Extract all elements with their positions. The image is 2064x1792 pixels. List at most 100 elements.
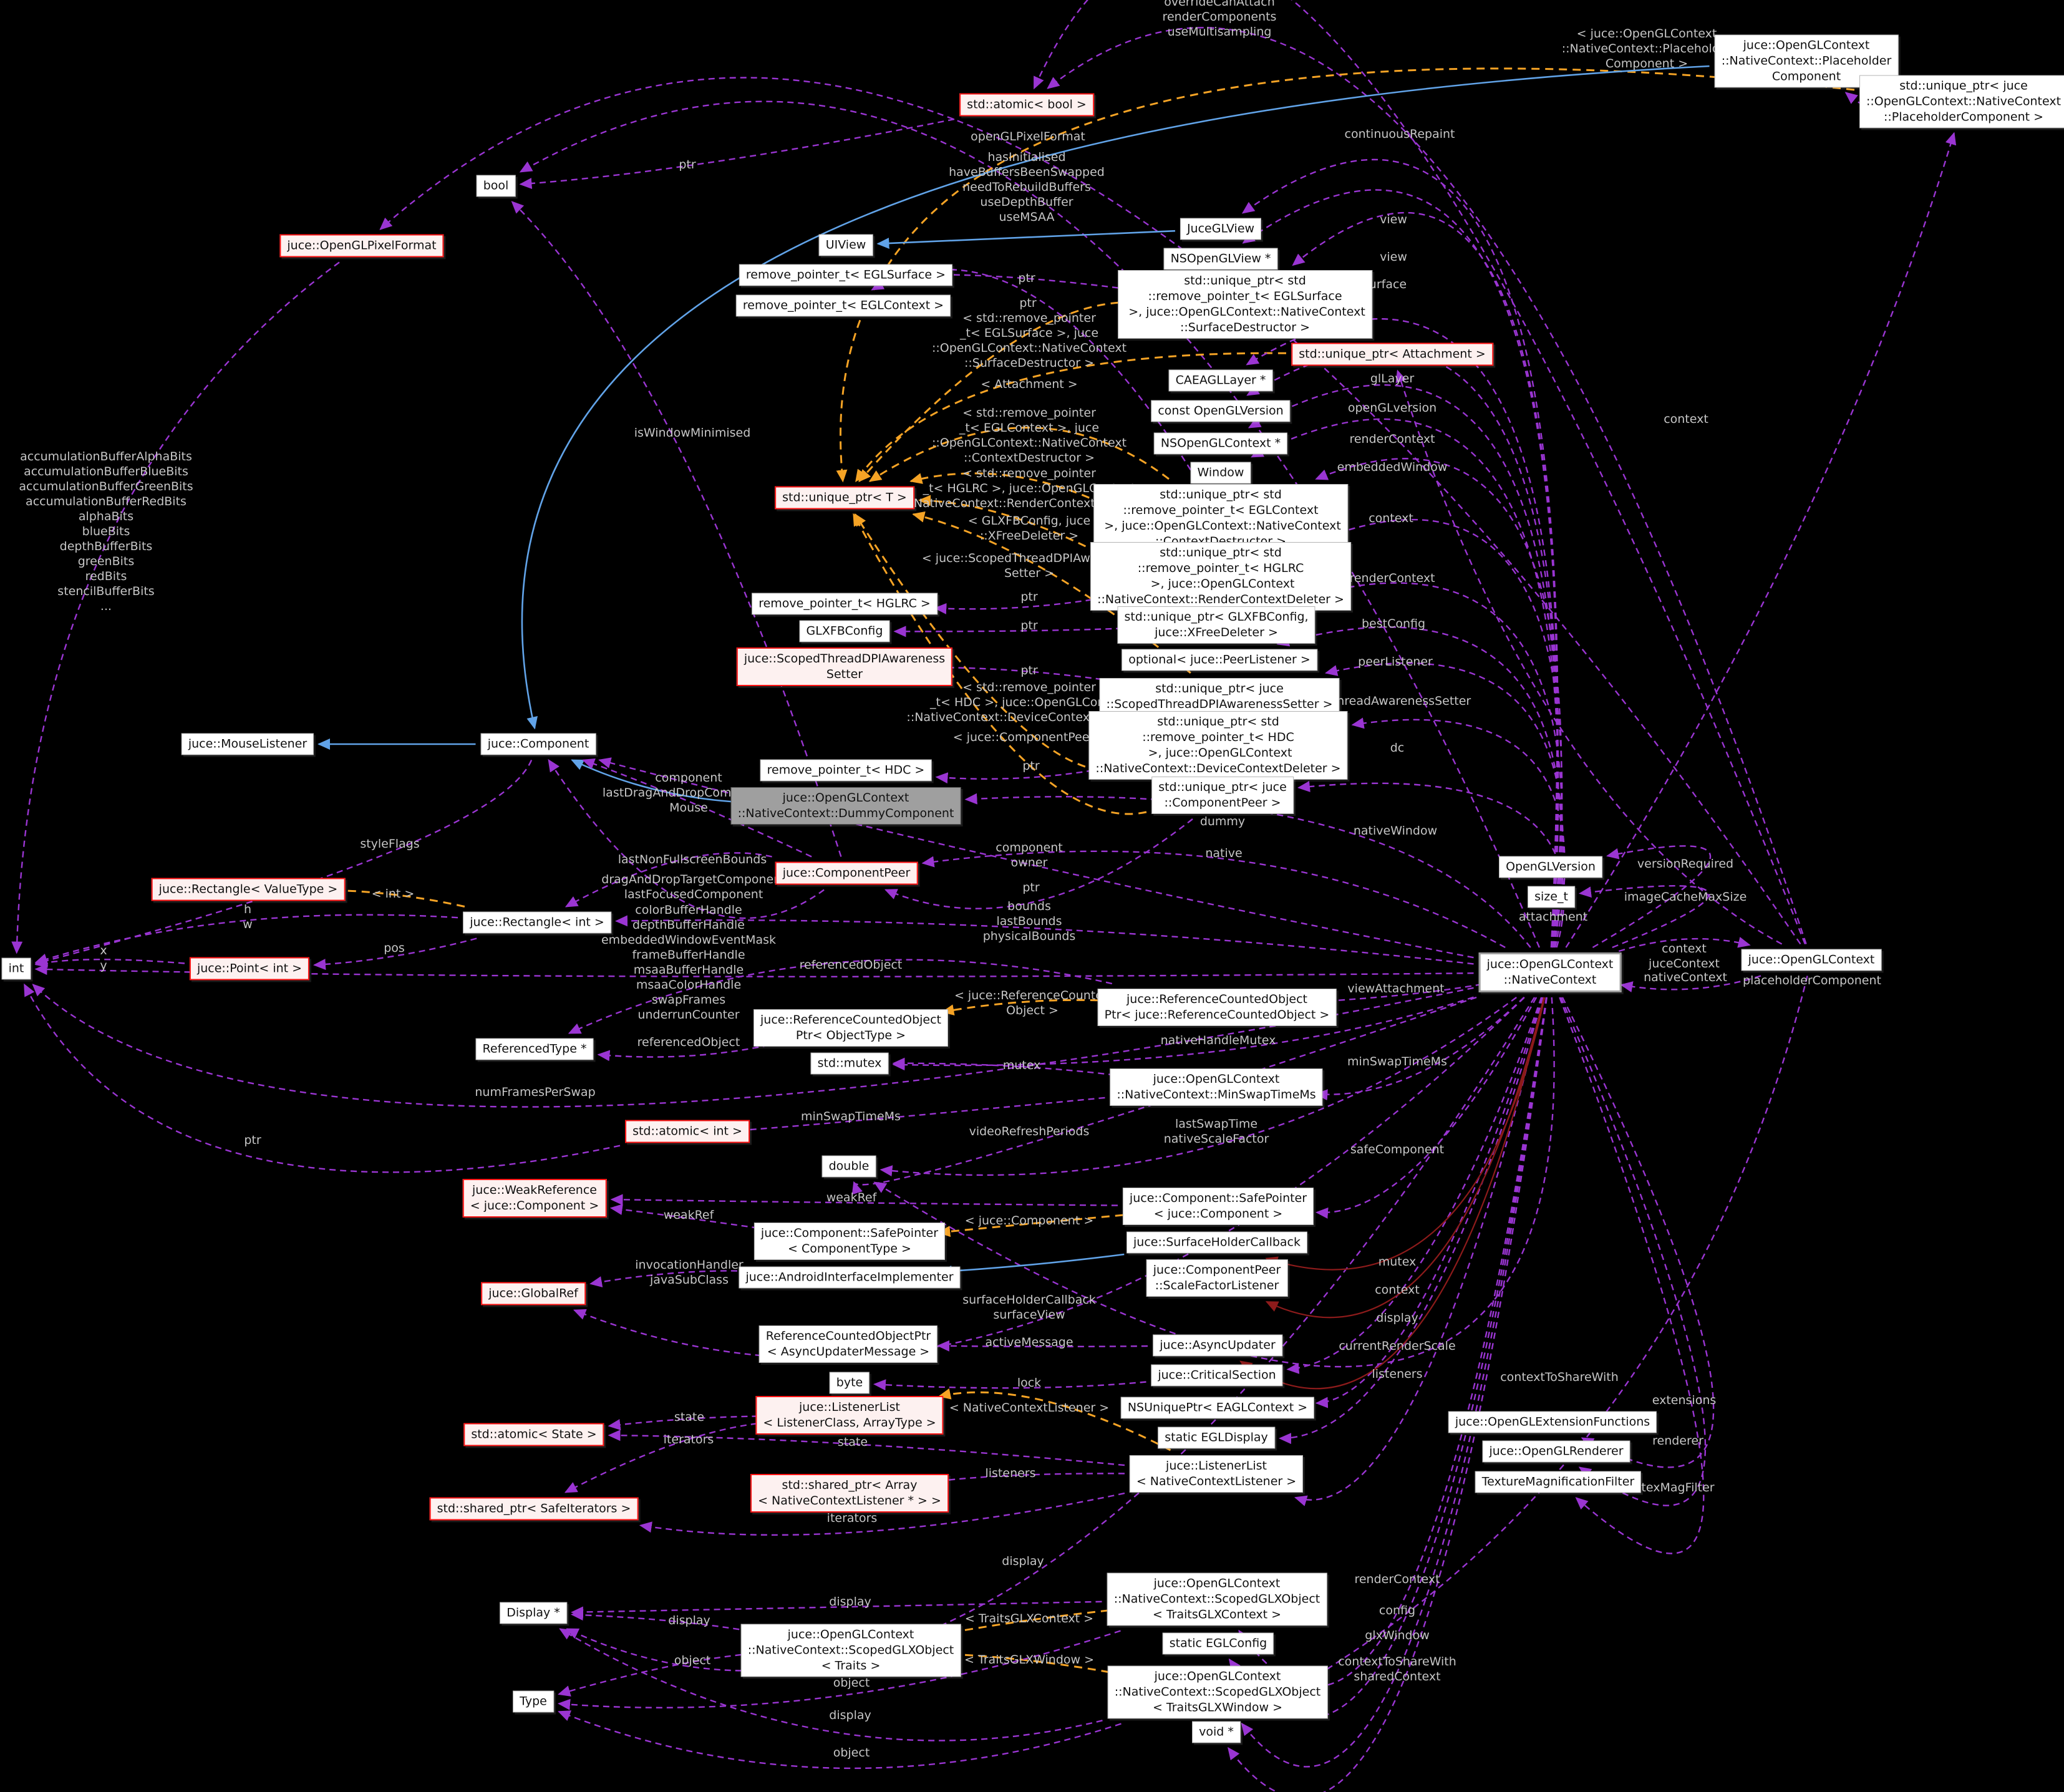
edge-n32-n04 <box>511 201 842 857</box>
class-node-n09[interactable]: JuceGLView <box>1180 218 1262 240</box>
class-node-n11[interactable]: std::unique_ptr< std ::remove_pointer_t<… <box>1118 270 1372 339</box>
class-node-n62[interactable]: static EGLDisplay <box>1158 1426 1275 1449</box>
class-node-n61[interactable]: juce::ListenerList < ListenerClass, Arra… <box>755 1396 944 1435</box>
class-node-n02[interactable]: std::unique_ptr< juce ::OpenGLContext::N… <box>1859 75 2064 128</box>
edge-n39-n68 <box>1559 997 1705 1554</box>
edge-n53-n54 <box>589 1270 769 1287</box>
class-node-n08[interactable]: remove_pointer_t< EGLContext > <box>735 294 951 317</box>
class-node-n65[interactable]: std::shared_ptr< SafeIterators > <box>429 1497 639 1521</box>
class-node-n54[interactable]: juce::GlobalRef <box>481 1282 586 1305</box>
class-node-n64[interactable]: juce::ListenerList < NativeContextListen… <box>1129 1455 1304 1493</box>
class-node-n30[interactable]: juce::MouseListener <box>181 733 314 755</box>
class-node-n44[interactable]: std::mutex <box>810 1052 889 1075</box>
class-node-n19[interactable]: std::unique_ptr< std ::remove_pointer_t<… <box>1090 542 1351 611</box>
class-node-n32[interactable]: juce::ComponentPeer <box>775 861 918 885</box>
class-node-n67[interactable]: juce::OpenGLRenderer <box>1482 1440 1630 1463</box>
class-node-n48[interactable]: juce::WeakReference < juce::Component > <box>462 1179 607 1218</box>
edge-n39-n55 <box>1239 997 1545 1390</box>
class-node-n22[interactable]: GLXFBConfig <box>799 620 890 642</box>
class-node-n17[interactable]: std::unique_ptr< T > <box>775 486 914 510</box>
class-node-n63[interactable]: std::shared_ptr< Array < NativeContextLi… <box>750 1474 949 1513</box>
class-node-n05[interactable]: juce::OpenGLPixelFormat <box>279 234 444 258</box>
class-node-n43[interactable]: juce::ReferenceCountedObject Ptr< juce::… <box>1097 989 1337 1026</box>
edge-n26-n17 <box>854 513 1126 772</box>
class-node-n66[interactable]: juce::OpenGLExtensionFunctions <box>1448 1411 1657 1433</box>
class-node-n34[interactable]: juce::Rectangle< int > <box>463 911 611 934</box>
class-node-n10[interactable]: NSOpenGLView * <box>1163 248 1278 270</box>
class-node-n36[interactable]: int <box>1 957 31 980</box>
class-node-n23[interactable]: optional< juce::PeerListener > <box>1122 649 1317 671</box>
class-node-n07[interactable]: remove_pointer_t< EGLSurface > <box>739 264 953 286</box>
class-node-n52[interactable]: juce::ComponentPeer ::ScaleFactorListene… <box>1146 1259 1288 1297</box>
edge-n70-n73 <box>558 1630 1121 1710</box>
edge-n39-n36 <box>34 964 1474 977</box>
edge-n70-n69 <box>571 1601 1102 1618</box>
class-node-n38[interactable]: size_t <box>1528 886 1575 908</box>
class-node-n50[interactable]: juce::Component::SafePointer < juce::Com… <box>1122 1188 1314 1225</box>
class-node-n71[interactable]: static EGLConfig <box>1162 1632 1274 1655</box>
class-node-n12[interactable]: std::unique_ptr< Attachment > <box>1291 342 1493 366</box>
class-node-n51[interactable]: juce::SurfaceHolderCallback <box>1126 1231 1308 1254</box>
class-node-n16[interactable]: Window <box>1190 462 1251 484</box>
class-node-n41[interactable]: juce::ReferenceCountedObject Ptr< Object… <box>753 1009 948 1047</box>
class-node-n47[interactable]: double <box>821 1155 876 1178</box>
class-node-n04[interactable]: bool <box>476 175 516 197</box>
edge-n64-n61 <box>938 1388 1171 1451</box>
class-node-n20[interactable]: remove_pointer_t< HGLRC > <box>752 593 938 615</box>
class-node-n56[interactable]: ReferenceCountedObjectPtr < AsyncUpdater… <box>758 1325 938 1363</box>
edge-n34-n36 <box>34 914 458 965</box>
edge-n39-n59 <box>1315 997 1543 1408</box>
class-node-n57[interactable]: juce::CriticalSection <box>1151 1364 1283 1387</box>
edge-n39-n75 <box>1227 997 1548 1792</box>
class-node-n60[interactable]: std::atomic< State > <box>463 1423 604 1446</box>
class-node-n55[interactable]: juce::AsyncUpdater <box>1153 1334 1282 1357</box>
class-node-n14[interactable]: const OpenGLVersion <box>1151 400 1291 422</box>
class-node-n39[interactable]: juce::OpenGLContext ::NativeContext <box>1478 952 1622 992</box>
class-node-n73[interactable]: Type <box>513 1690 554 1713</box>
class-node-n37[interactable]: OpenGLVersion <box>1499 856 1602 878</box>
class-node-n40[interactable]: juce::OpenGLContext <box>1741 949 1882 971</box>
class-node-n25[interactable]: std::unique_ptr< juce ::ScopedThreadDPIA… <box>1099 678 1340 715</box>
edge-n39-n31 <box>598 757 1474 959</box>
class-node-n42[interactable]: ReferencedType * <box>475 1038 594 1060</box>
class-node-n59[interactable]: NSUniquePtr< EAGLContext > <box>1120 1397 1315 1419</box>
edge-n39-n28 <box>964 793 1531 948</box>
edge-n11-n17 <box>858 301 1133 482</box>
class-node-n03[interactable]: std::atomic< bool > <box>959 93 1094 117</box>
class-node-n46[interactable]: std::atomic< int > <box>625 1120 750 1143</box>
class-node-n06[interactable]: UIView <box>818 234 873 256</box>
class-node-n13[interactable]: CAEAGLLayer * <box>1168 369 1273 392</box>
class-node-n68[interactable]: TextureMagnificationFilter <box>1475 1471 1642 1493</box>
class-node-n33[interactable]: juce::Rectangle< ValueType > <box>151 878 346 901</box>
class-node-n45[interactable]: juce::OpenGLContext ::NativeContext::Min… <box>1110 1068 1323 1106</box>
class-node-n58[interactable]: byte <box>829 1372 870 1394</box>
class-node-n53[interactable]: juce::AndroidInterfaceImplementer <box>739 1266 961 1289</box>
edge-n39-n23 <box>1276 626 1563 948</box>
class-node-n21[interactable]: std::unique_ptr< GLXFBConfig, juce::XFre… <box>1117 606 1315 644</box>
edge-n39-n34 <box>615 915 1474 965</box>
class-node-n27[interactable]: remove_pointer_t< HDC > <box>760 759 932 782</box>
class-node-n69[interactable]: Display * <box>500 1602 567 1624</box>
class-node-n75[interactable]: void * <box>1192 1721 1241 1743</box>
class-node-n24[interactable]: juce::ScopedThreadDPIAwareness Setter <box>736 647 953 686</box>
edge-n39-n10 <box>1242 189 1559 948</box>
edge-n39-n54 <box>573 997 1525 1359</box>
edge-n39-n26 <box>1351 717 1566 948</box>
class-node-n74[interactable]: juce::OpenGLContext ::NativeContext::Sco… <box>1107 1665 1328 1719</box>
class-node-n15[interactable]: NSOpenGLContext * <box>1153 432 1288 455</box>
edge-n32-n31 <box>548 758 825 919</box>
edge-n70-n72 <box>938 1608 1123 1639</box>
edge-n45-n46 <box>719 1097 1105 1137</box>
class-node-n72[interactable]: juce::OpenGLContext ::NativeContext::Sco… <box>740 1624 961 1677</box>
class-node-n29[interactable]: std::unique_ptr< juce ::ComponentPeer > <box>1151 777 1294 814</box>
class-node-n31[interactable]: juce::Component <box>480 733 596 755</box>
class-node-n26[interactable]: std::unique_ptr< std ::remove_pointer_t<… <box>1088 711 1348 780</box>
class-node-n49[interactable]: juce::Component::SafePointer < Component… <box>753 1223 946 1260</box>
class-node-n70[interactable]: juce::OpenGLContext ::NativeContext::Sco… <box>1107 1572 1327 1626</box>
edge-n40-n39 <box>1620 975 1761 992</box>
edge-n55-n56 <box>937 1340 1148 1352</box>
class-node-n35[interactable]: juce::Point< int > <box>189 957 310 981</box>
class-node-n28[interactable]: juce::OpenGLContext ::NativeContext::Dum… <box>730 787 961 825</box>
edge-n39-n40 <box>1618 937 1751 952</box>
